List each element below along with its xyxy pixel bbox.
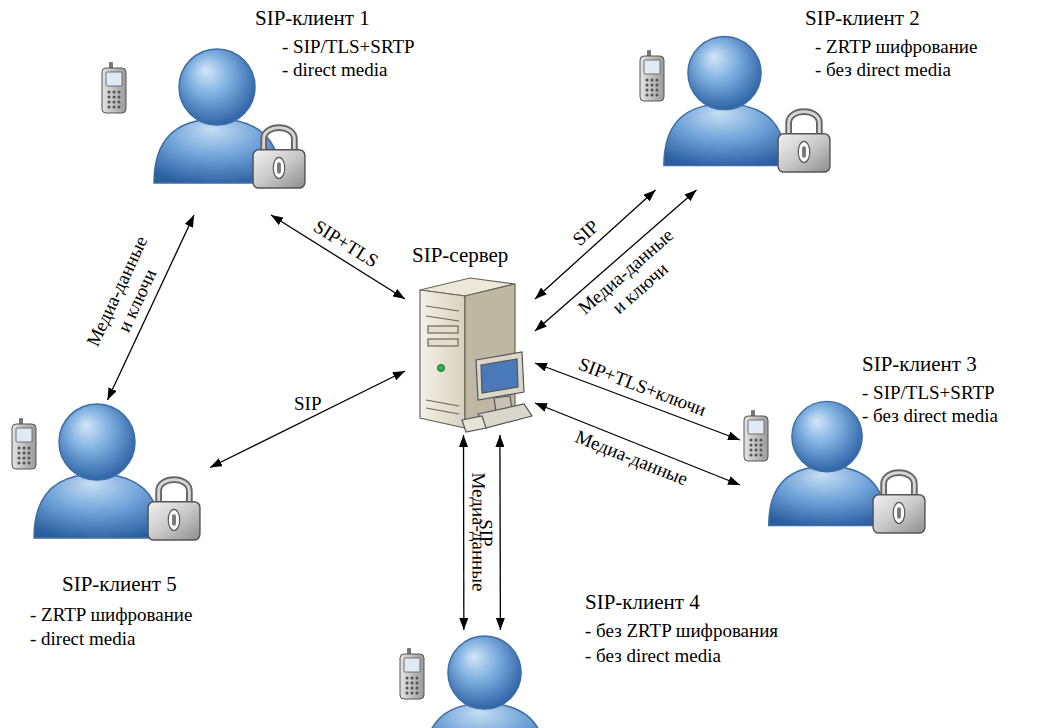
connector-arrow — [271, 215, 405, 299]
connector-label: SIP+TLS+ключи — [576, 353, 710, 421]
node-title: SIP-клиент 2 — [805, 6, 920, 30]
sip-client: SIP-клиент 1- SIP/TLS+SRTP- direct media — [95, 45, 315, 215]
connector-label: SIP+TLS — [310, 216, 383, 273]
connector-label: Медиа-данные и ключи — [82, 232, 173, 361]
sip-client: SIP-клиент 3- SIP/TLS+SRTP- без direct m… — [740, 395, 935, 545]
connector-arrow — [499, 435, 501, 630]
connector-arrow — [463, 435, 465, 630]
connector-label: SIP — [294, 393, 321, 415]
node-detail: - без ZRTP шифрования — [585, 620, 778, 642]
connector-label: SIP — [568, 216, 603, 251]
sip-client: SIP-клиент 5- ZRTP шифрование- direct me… — [5, 400, 210, 550]
sip-server: SIP-сервер — [405, 275, 535, 435]
node-detail: - без direct media — [815, 59, 951, 81]
connector-arrow — [210, 371, 405, 468]
node-detail: - ZRTP шифрование — [30, 604, 192, 626]
connector-arrow — [535, 403, 740, 485]
node-title: SIP-клиент 3 — [862, 352, 977, 376]
connector-label: SIP — [474, 519, 496, 547]
node-title: SIP-клиент 1 — [255, 6, 370, 30]
node-detail: - direct media — [282, 59, 388, 81]
node-detail: - SIP/TLS+SRTP — [862, 382, 995, 404]
node-title: SIP-клиент 4 — [585, 590, 700, 614]
node-detail: - без direct media — [862, 405, 998, 427]
node-title: SIP-сервер — [412, 243, 508, 267]
node-detail: - SIP/TLS+SRTP — [282, 36, 415, 58]
node-detail: - ZRTP шифрование — [815, 36, 977, 58]
node-title: SIP-клиент 5 — [62, 572, 177, 596]
node-detail: - direct media — [30, 628, 136, 650]
node-detail: - без direct media — [585, 645, 721, 667]
sip-client: SIP-клиент 2- ZRTP шифрование- без direc… — [635, 30, 840, 190]
sip-client: SIP-клиент 4- без ZRTP шифрования- без d… — [395, 630, 565, 728]
